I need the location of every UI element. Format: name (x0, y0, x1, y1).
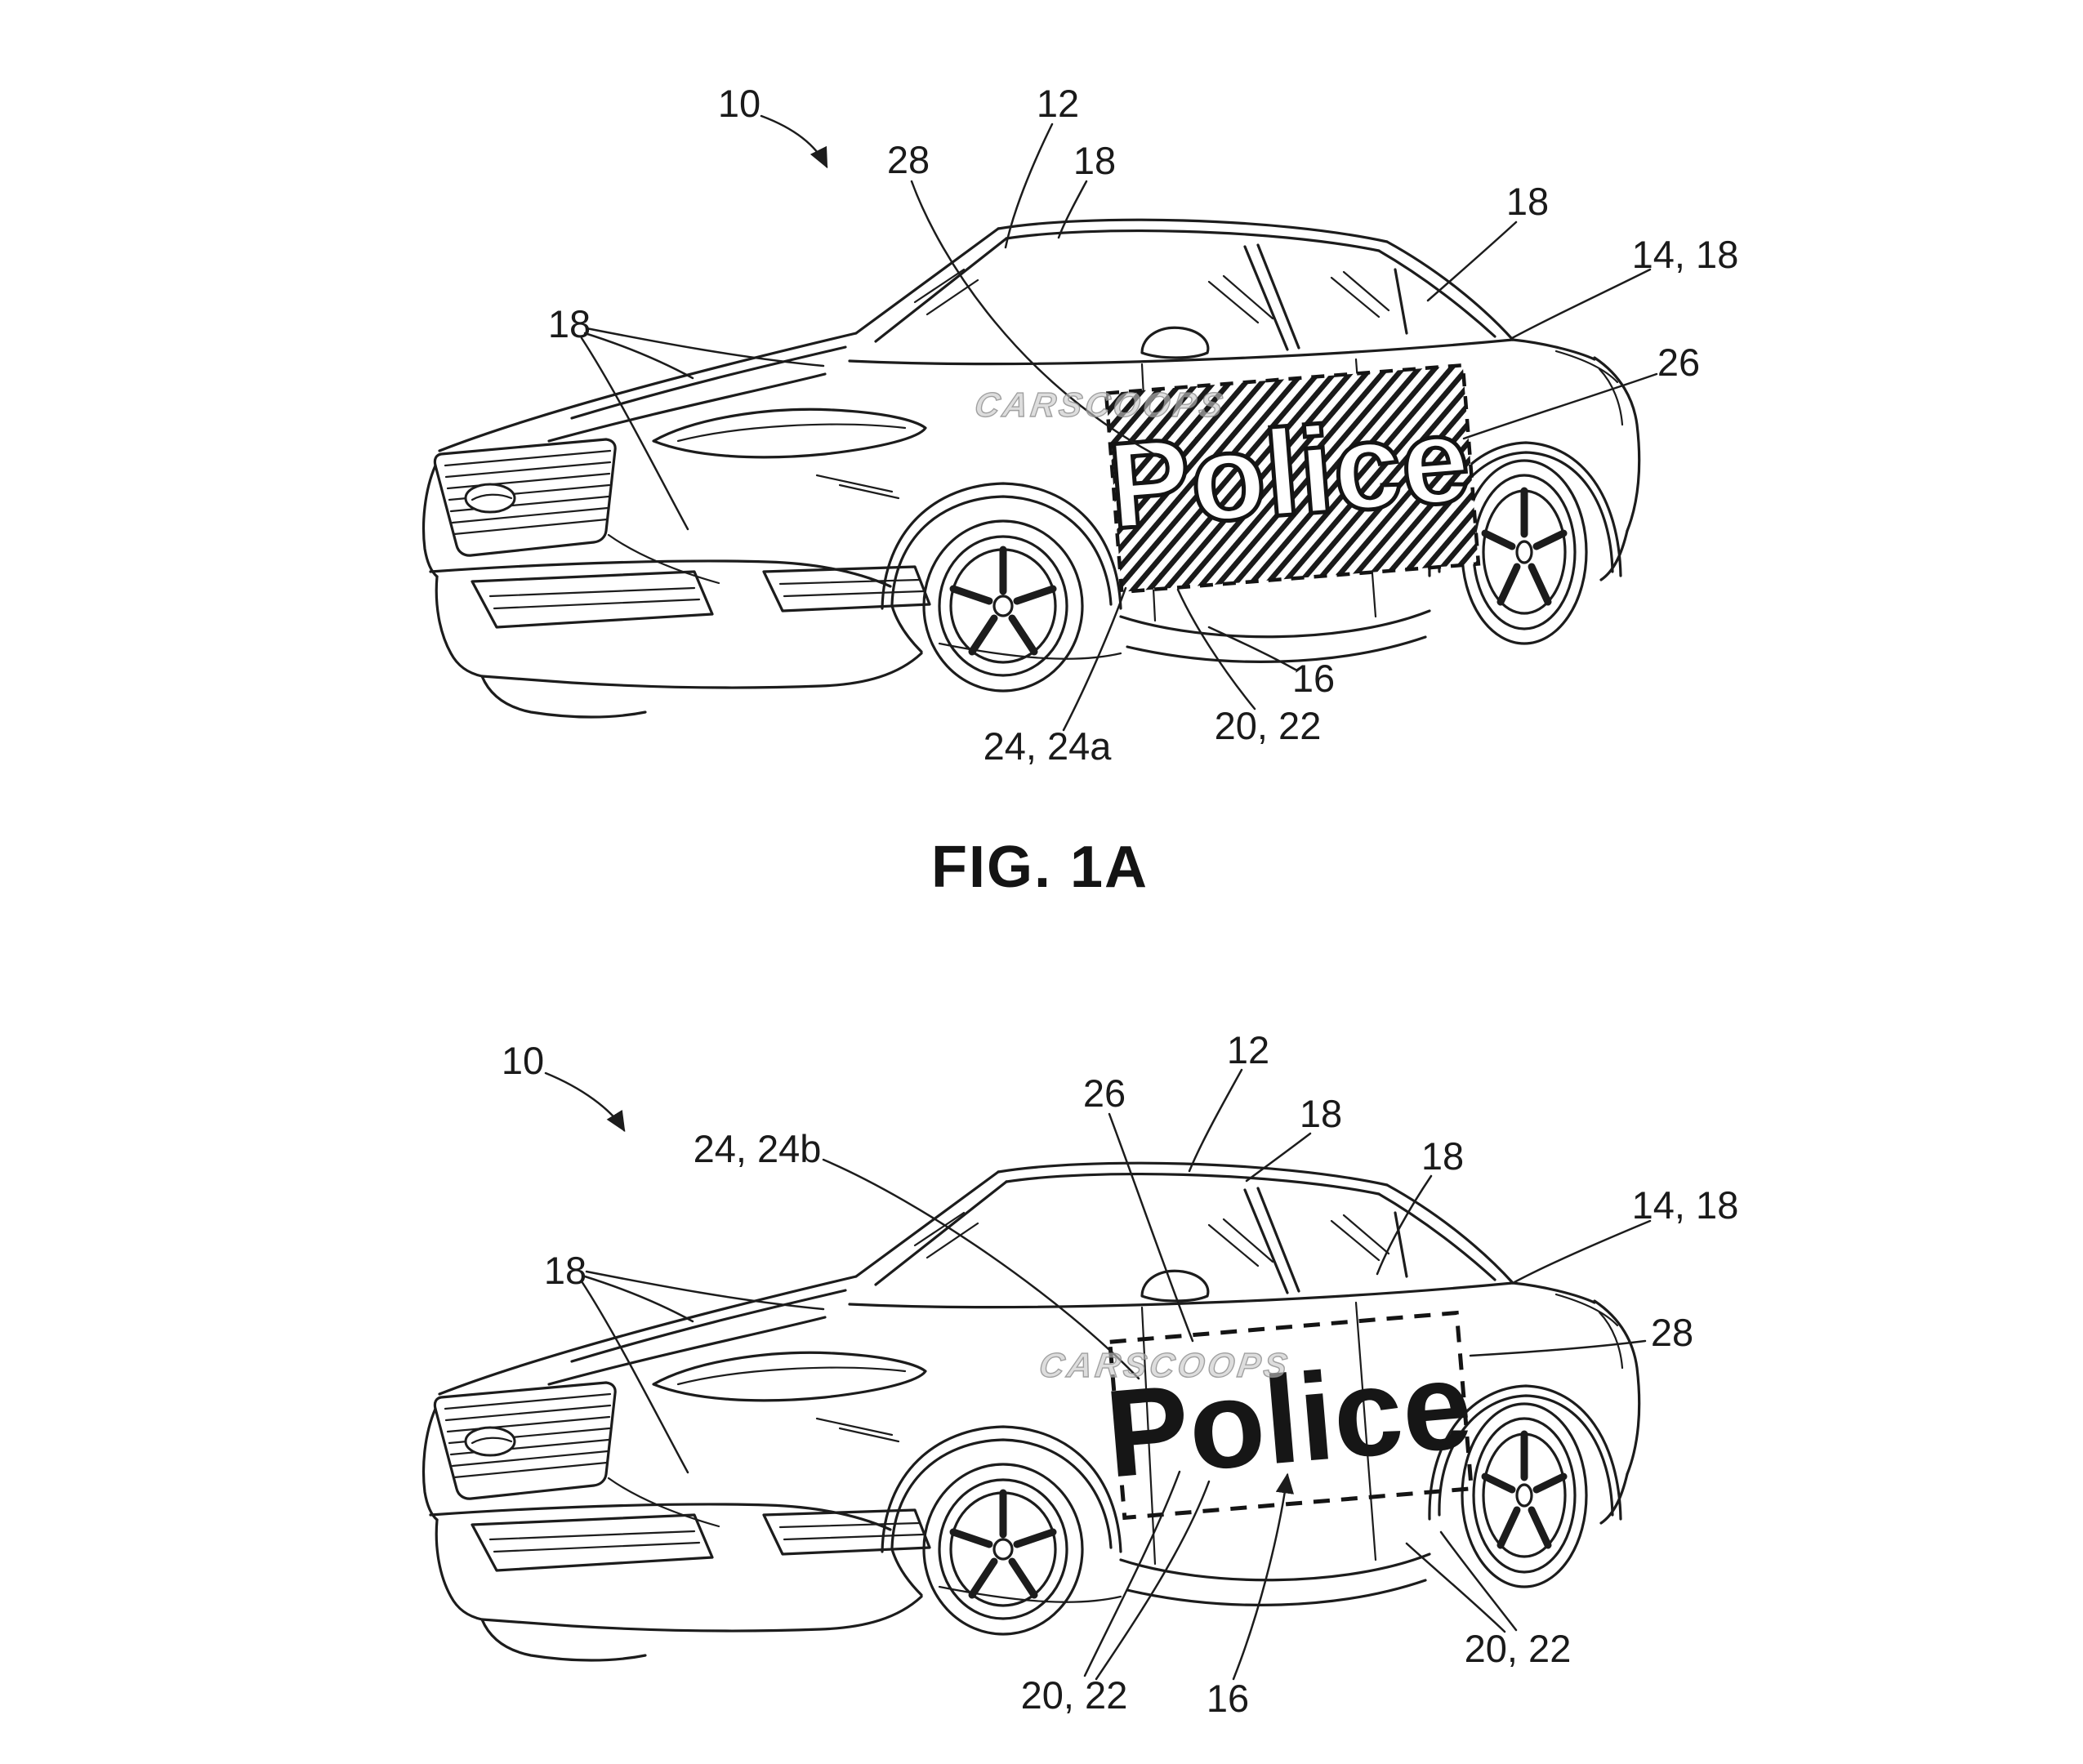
ref-label-26: 26 (1657, 341, 1700, 384)
ref-label-18-front: 18 (548, 302, 591, 345)
ref-label-28: 28 (887, 138, 930, 181)
ref-label-16: 16 (1292, 657, 1335, 700)
ref-label-24-24a: 24, 24a (984, 724, 1113, 768)
ref-label-16: 16 (1207, 1677, 1249, 1720)
ref-label-18-roof: 18 (1073, 139, 1116, 182)
ref-label-12: 12 (1227, 1028, 1269, 1071)
ref-label-12: 12 (1037, 82, 1079, 125)
ref-label-20-22-right: 20, 22 (1465, 1627, 1572, 1670)
figure-1a: Police CARSCOOPS 10 28 12 18 (424, 82, 1738, 900)
ref-label-20-22: 20, 22 (1215, 704, 1322, 747)
leader-lines-1b (544, 1068, 1652, 1681)
police-decal-text-1a: Police (1104, 390, 1474, 555)
ref-label-28: 28 (1651, 1311, 1693, 1354)
watermark-1a: CARSCOOPS (972, 385, 1228, 424)
leader-lines-1a (580, 114, 1658, 732)
ref-label-26: 26 (1083, 1071, 1126, 1115)
hatched-police-decal (1104, 363, 1481, 595)
ref-label-24-24b: 24, 24b (694, 1127, 822, 1170)
dashed-police-decal (1108, 1310, 1474, 1521)
reference-labels-1b: 10 24, 24b 26 12 18 18 18 14, 18 28 20, … (502, 1028, 1738, 1720)
ref-label-18-cpillar: 18 (1506, 180, 1549, 223)
ref-label-20-22-left: 20, 22 (1021, 1673, 1128, 1717)
ref-label-18-cpillar: 18 (1421, 1134, 1464, 1178)
figure-1a-caption: FIG. 1A (931, 835, 1149, 900)
figure-1b: Police CARSCOOPS 10 24 (424, 1028, 1738, 1720)
watermark-1b: CARSCOOPS (1037, 1346, 1292, 1384)
ref-label-18-roof: 18 (1300, 1092, 1342, 1135)
ref-label-18-front: 18 (544, 1249, 587, 1292)
ref-label-14-18: 14, 18 (1632, 233, 1739, 276)
ref-label-10: 10 (718, 82, 760, 125)
ref-label-10: 10 (502, 1039, 544, 1082)
reference-labels-1a: 10 28 12 18 18 14, 18 26 18 16 20, 22 24… (548, 82, 1738, 768)
ref-label-14-18: 14, 18 (1632, 1183, 1739, 1227)
